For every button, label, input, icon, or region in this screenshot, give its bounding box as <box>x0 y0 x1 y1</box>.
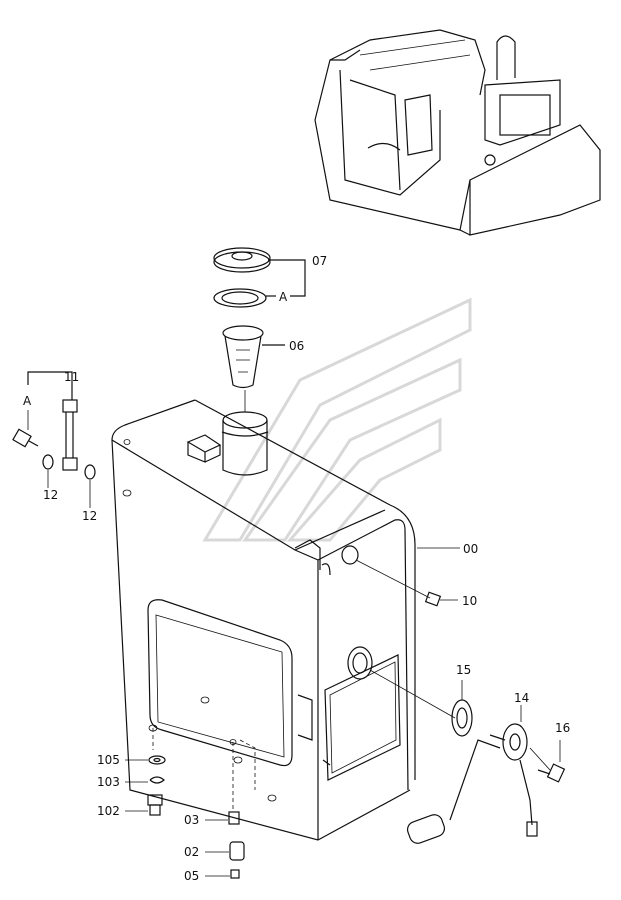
part-16-bolt <box>537 740 566 783</box>
part-07-cap <box>213 247 306 297</box>
label-A-top: A <box>279 290 288 304</box>
part-12-washer-b <box>84 464 96 508</box>
part-14-fuel-sender <box>406 705 551 844</box>
part-103-washer <box>125 776 165 784</box>
part-105-washer <box>125 755 166 765</box>
label-10: 10 <box>462 594 477 608</box>
label-07: 07 <box>312 254 327 268</box>
part-05-plug <box>205 869 240 879</box>
label-03: 03 <box>184 813 199 827</box>
part-12-washer-a <box>42 454 54 488</box>
label-16: 16 <box>555 721 570 735</box>
part-A-bolt <box>12 428 39 448</box>
part-00-fuel-tank <box>111 390 460 841</box>
part-02-valve <box>205 841 245 861</box>
part-A-gasket <box>213 288 276 308</box>
part-15-gasket <box>369 669 473 737</box>
label-02: 02 <box>184 845 199 859</box>
part-11-level-gauge <box>27 371 78 471</box>
part-06-strainer <box>222 325 285 389</box>
part-03-drain-plug <box>205 811 240 825</box>
label-12-a: 12 <box>43 488 58 502</box>
part-10-nut <box>424 591 458 607</box>
label-A-left: A <box>23 394 32 408</box>
part-102-bolt <box>125 794 163 816</box>
label-05: 05 <box>184 869 199 883</box>
label-105: 105 <box>97 753 120 767</box>
label-14: 14 <box>514 691 529 705</box>
label-102: 102 <box>97 804 120 818</box>
label-11: 11 <box>64 370 79 384</box>
label-06: 06 <box>289 339 304 353</box>
label-103: 103 <box>97 775 120 789</box>
label-00: 00 <box>463 542 478 556</box>
watermark-logo <box>202 297 472 542</box>
label-12-b: 12 <box>82 509 97 523</box>
label-15: 15 <box>456 663 471 677</box>
excavator-overview <box>314 29 601 236</box>
